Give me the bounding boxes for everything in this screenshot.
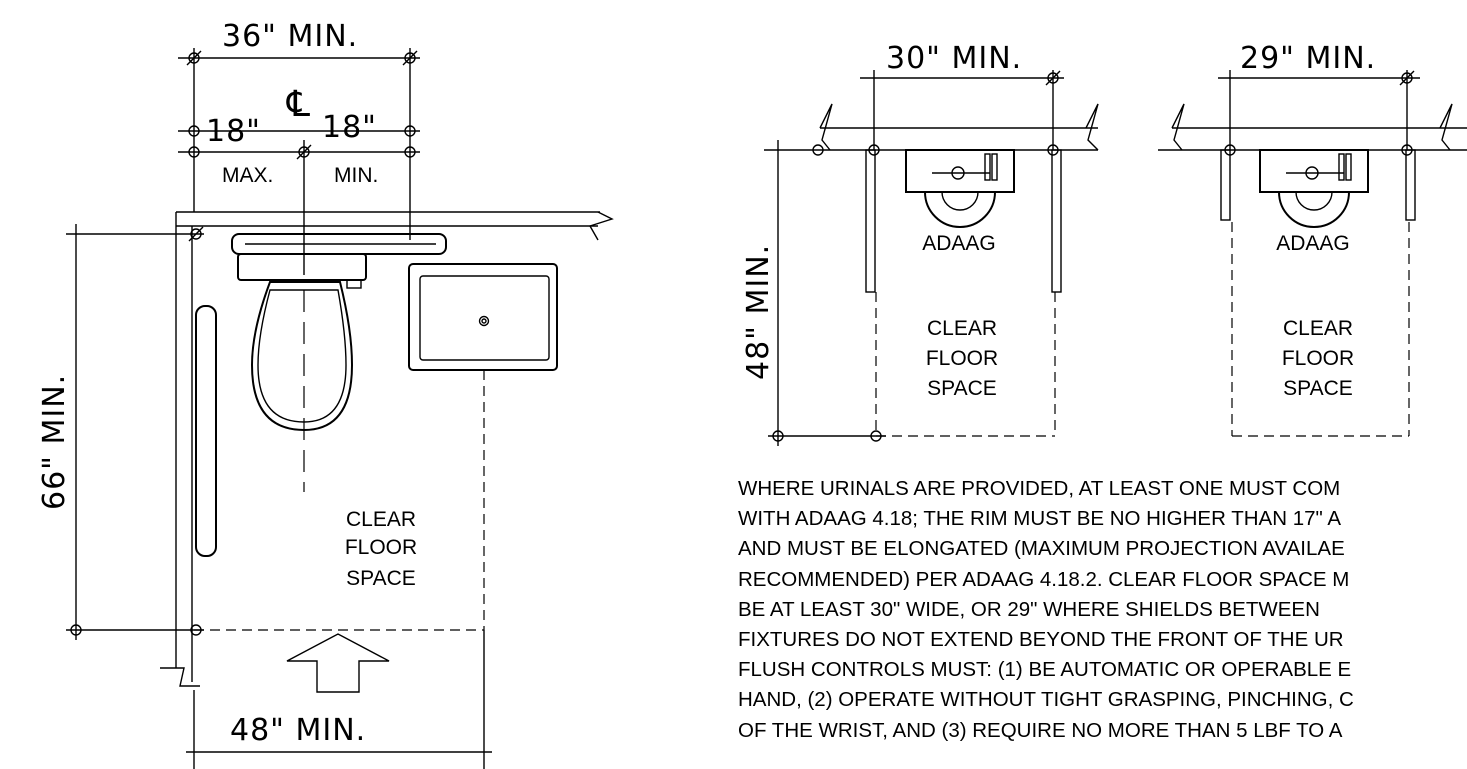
dim-48-min-side: 48" MIN. (741, 244, 776, 380)
note-line-7: FLUSH CONTROLS MUST: (1) BE AUTOMATIC OR… (738, 658, 1352, 682)
note-line-6: FIXTURES DO NOT EXTEND BEYOND THE FRONT … (738, 627, 1344, 651)
urinal-a-clear-3: SPACE (927, 377, 997, 400)
note-line-8: HAND, (2) OPERATE WITHOUT TIGHT GRASPING… (738, 688, 1354, 712)
clear-floor-line-2: FLOOR (345, 536, 417, 559)
note-line-3: AND MUST BE ELONGATED (MAXIMUM PROJECTIO… (738, 537, 1345, 561)
water-closet-plan: 36" MIN. 18" 18" ℄ MAX. MIN. (37, 19, 614, 769)
note-line-5: BE AT LEAST 30" WIDE, OR 29" WHERE SHIEL… (738, 597, 1320, 621)
label-min: MIN. (334, 164, 378, 187)
note-line-1: WHERE URINALS ARE PROVIDED, AT LEAST ONE… (738, 477, 1341, 500)
urinal-b-clear-2: FLOOR (1282, 347, 1354, 370)
urinal-plan-30: 30" MIN. ADAAG CLEAR FLOOR SPACE (741, 41, 1099, 446)
urinal-requirements-note: WHERE URINALS ARE PROVIDED, AT LEAST ONE… (738, 474, 1467, 746)
urinal-b-clear-3: SPACE (1283, 377, 1353, 400)
urinal-b-adaag: ADAAG (1276, 232, 1350, 255)
note-line-4: RECOMMENDED) PER ADAAG 4.18.2. CLEAR FLO… (738, 567, 1350, 591)
clear-floor-line-3: SPACE (346, 567, 416, 590)
dim-29-min: 29" MIN. (1240, 41, 1376, 76)
label-max: MAX. (222, 164, 273, 187)
urinal-a-clear-2: FLOOR (926, 347, 998, 370)
centerline-symbol: ℄ (286, 84, 311, 125)
urinal-b-clear-1: CLEAR (1283, 317, 1353, 340)
clear-floor-line-1: CLEAR (346, 508, 416, 531)
urinal-a-adaag: ADAAG (922, 232, 996, 255)
dim-66-min: 66" MIN. (37, 374, 72, 510)
dim-30-min: 30" MIN. (886, 41, 1022, 76)
urinal-plan-29: 29" MIN. ADAAG CLEAR FLOOR SPACE (1158, 41, 1467, 437)
dim-48-min-bottom: 48" MIN. (230, 713, 366, 748)
note-line-2: WITH ADAAG 4.18; THE RIM MUST BE NO HIGH… (738, 507, 1342, 531)
dim-18-left: 18" (206, 114, 261, 149)
dim-18-right: 18" (322, 110, 377, 145)
urinal-a-clear-1: CLEAR (927, 317, 997, 340)
dim-36-min: 36" MIN. (222, 19, 358, 54)
note-line-9: OF THE WRIST, AND (3) REQUIRE NO MORE TH… (738, 718, 1343, 742)
